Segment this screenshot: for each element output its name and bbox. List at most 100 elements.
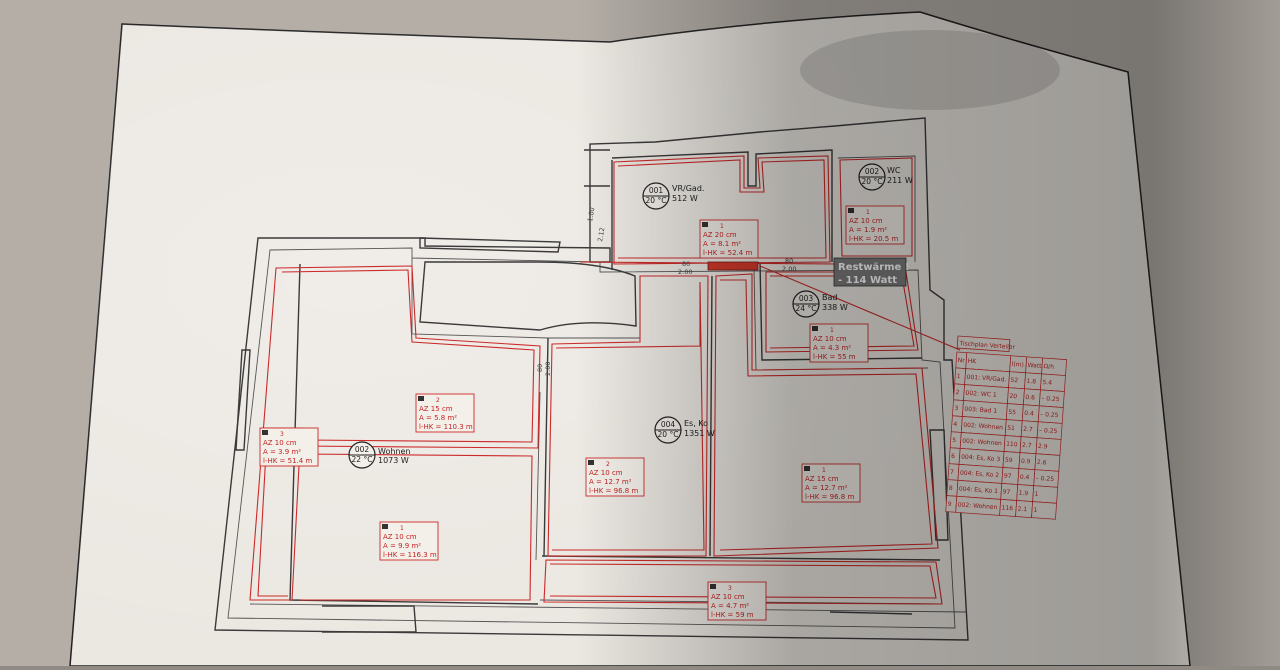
circuit-length: l-HK = 52.4 m [703, 249, 752, 257]
circuit-spacing: AZ 10 cm [383, 533, 417, 541]
heating-loop-icon [382, 524, 388, 529]
table-value: 1.8 [1026, 378, 1036, 386]
circuit-length: l-HK = 51.4 m [263, 457, 312, 465]
circuit-area: A = 1.9 m² [849, 226, 887, 234]
heating-circuit-label: 1AZ 15 cmA = 12.7 m²l-HK = 96.8 m [801, 463, 861, 503]
circuit-length: l-HK = 96.8 m [805, 493, 854, 501]
table-value: 59 [1005, 457, 1013, 465]
table-value: 9 [947, 501, 951, 508]
circuit-number: 1 [822, 467, 826, 474]
circuit-number: 2 [436, 397, 440, 404]
heating-circuit-label: 2AZ 15 cmA = 5.8 m²l-HK = 110.3 m [415, 393, 475, 433]
table-value: 8 [949, 485, 953, 492]
table-value: 5.4 [1042, 379, 1052, 387]
dim-text: 2.00 [544, 362, 552, 376]
table-value: 2.9 [1038, 443, 1048, 451]
circuit-spacing: AZ 15 cm [419, 405, 453, 413]
distributor-manifold [707, 261, 759, 271]
table-value: 6 [951, 453, 955, 460]
table-value: 7 [950, 469, 954, 476]
circuit-spacing: AZ 10 cm [711, 593, 745, 601]
room-number: 001 [649, 186, 664, 195]
circuit-spacing: AZ 15 cm [805, 475, 839, 483]
table-value: – 0.25 [1039, 427, 1058, 435]
circuit-spacing: AZ 10 cm [813, 335, 847, 343]
heating-loop-icon [812, 326, 818, 331]
heating-loop-icon [418, 396, 424, 401]
heating-circuit-label: 3AZ 10 cmA = 4.7 m²l-HK = 59 m [707, 581, 767, 621]
table-value: 1.9 [1018, 490, 1028, 498]
circuit-area: A = 12.7 m² [589, 478, 632, 486]
heating-circuit-label: 3AZ 10 cmA = 3.9 m²l-HK = 51.4 m [259, 427, 319, 467]
circuit-length: l-HK = 110.3 m [419, 423, 473, 431]
table-value: 2.7 [1023, 426, 1033, 434]
room-name: Wohnen [378, 447, 410, 456]
room-temp: 24 °C [796, 304, 817, 313]
heating-circuit-label: 2AZ 10 cmA = 12.7 m²l-HK = 96.8 m [585, 457, 645, 497]
heating-circuit-label: 1AZ 10 cmA = 9.9 m²l-HK = 116.3 m [379, 521, 439, 561]
heating-loop-icon [588, 460, 594, 465]
circuit-spacing: AZ 20 cm [703, 231, 737, 239]
table-value: – 0.25 [1040, 411, 1059, 419]
dim-text: 2.00 [678, 268, 692, 276]
dim-text: 2.00 [782, 265, 796, 273]
table-header: Ω/h [1043, 363, 1054, 371]
dim-text: 80 [536, 364, 544, 372]
heating-circuit-label: 1AZ 20 cmA = 8.1 m²l-HK = 52.4 m [699, 219, 759, 259]
room-temp: 20 °C [862, 177, 883, 186]
dim-text: 80 [682, 260, 690, 268]
circuit-area: A = 5.8 m² [419, 414, 457, 422]
heating-loop-icon [804, 466, 810, 471]
circuit-number: 1 [866, 209, 870, 216]
heating-loop-icon [262, 430, 268, 435]
circuit-number: 3 [728, 585, 732, 592]
circuit-length: l-HK = 116.3 m [383, 551, 437, 559]
table-value: 55 [1008, 409, 1016, 417]
table-value: 52 [1010, 377, 1018, 385]
circuit-area: A = 9.9 m² [383, 542, 421, 550]
table-header: Watt [1027, 362, 1042, 370]
room-number: 002 [865, 167, 880, 176]
table-value: 0.9 [1021, 458, 1031, 466]
room-name: Es, Ko [684, 419, 708, 428]
circuit-length: l-HK = 55 m [813, 353, 856, 361]
heating-circuit-label: 1AZ 10 cmA = 4.3 m²l-HK = 55 m [809, 323, 869, 363]
heating-loop-icon [710, 584, 716, 589]
heating-circuit-label: 1AZ 10 cmA = 1.9 m²l-HK = 20.5 m [845, 205, 905, 245]
table-value: 97 [1004, 473, 1012, 481]
table-value: 0.4 [1020, 474, 1030, 482]
room-power: 512 W [672, 194, 698, 203]
table-value: 0.6 [1025, 394, 1035, 402]
circuit-area: A = 4.7 m² [711, 602, 749, 610]
circuit-length: l-HK = 20.5 m [849, 235, 898, 243]
circuit-spacing: AZ 10 cm [849, 217, 883, 225]
table-header: HK [968, 358, 978, 366]
table-value: 5 [952, 437, 956, 444]
room-power: 338 W [822, 303, 848, 312]
table-value: 0.4 [1024, 410, 1034, 418]
table-value: 1 [1033, 507, 1037, 514]
shadow-blob [800, 30, 1060, 110]
heating-loop-icon [848, 208, 854, 213]
circuit-number: 1 [400, 525, 404, 532]
room-power: 211 W [887, 176, 913, 185]
circuit-number: 2 [606, 461, 610, 468]
room-power: 1351 W [684, 429, 715, 438]
circuit-length: l-HK = 96.8 m [589, 487, 638, 495]
room-temp: 20 °C [658, 430, 679, 439]
room-power: 1073 W [378, 456, 409, 465]
circuit-area: A = 8.1 m² [703, 240, 741, 248]
table-value: 1 [1034, 491, 1038, 498]
circuit-length: l-HK = 59 m [711, 611, 754, 619]
table-value: 116 [1001, 504, 1013, 512]
circuit-number: 1 [830, 327, 834, 334]
table-value: – 0.25 [1041, 395, 1060, 403]
circuit-number: 1 [720, 223, 724, 230]
table-value: 1 [956, 373, 960, 380]
heating-loop-icon [702, 222, 708, 227]
circuit-area: A = 3.9 m² [263, 448, 301, 456]
room-number: 004 [661, 420, 676, 429]
restwaerme-callout: Restwärme ! - 114 Watt [833, 257, 909, 287]
table-value: 2.6 [1037, 459, 1047, 467]
